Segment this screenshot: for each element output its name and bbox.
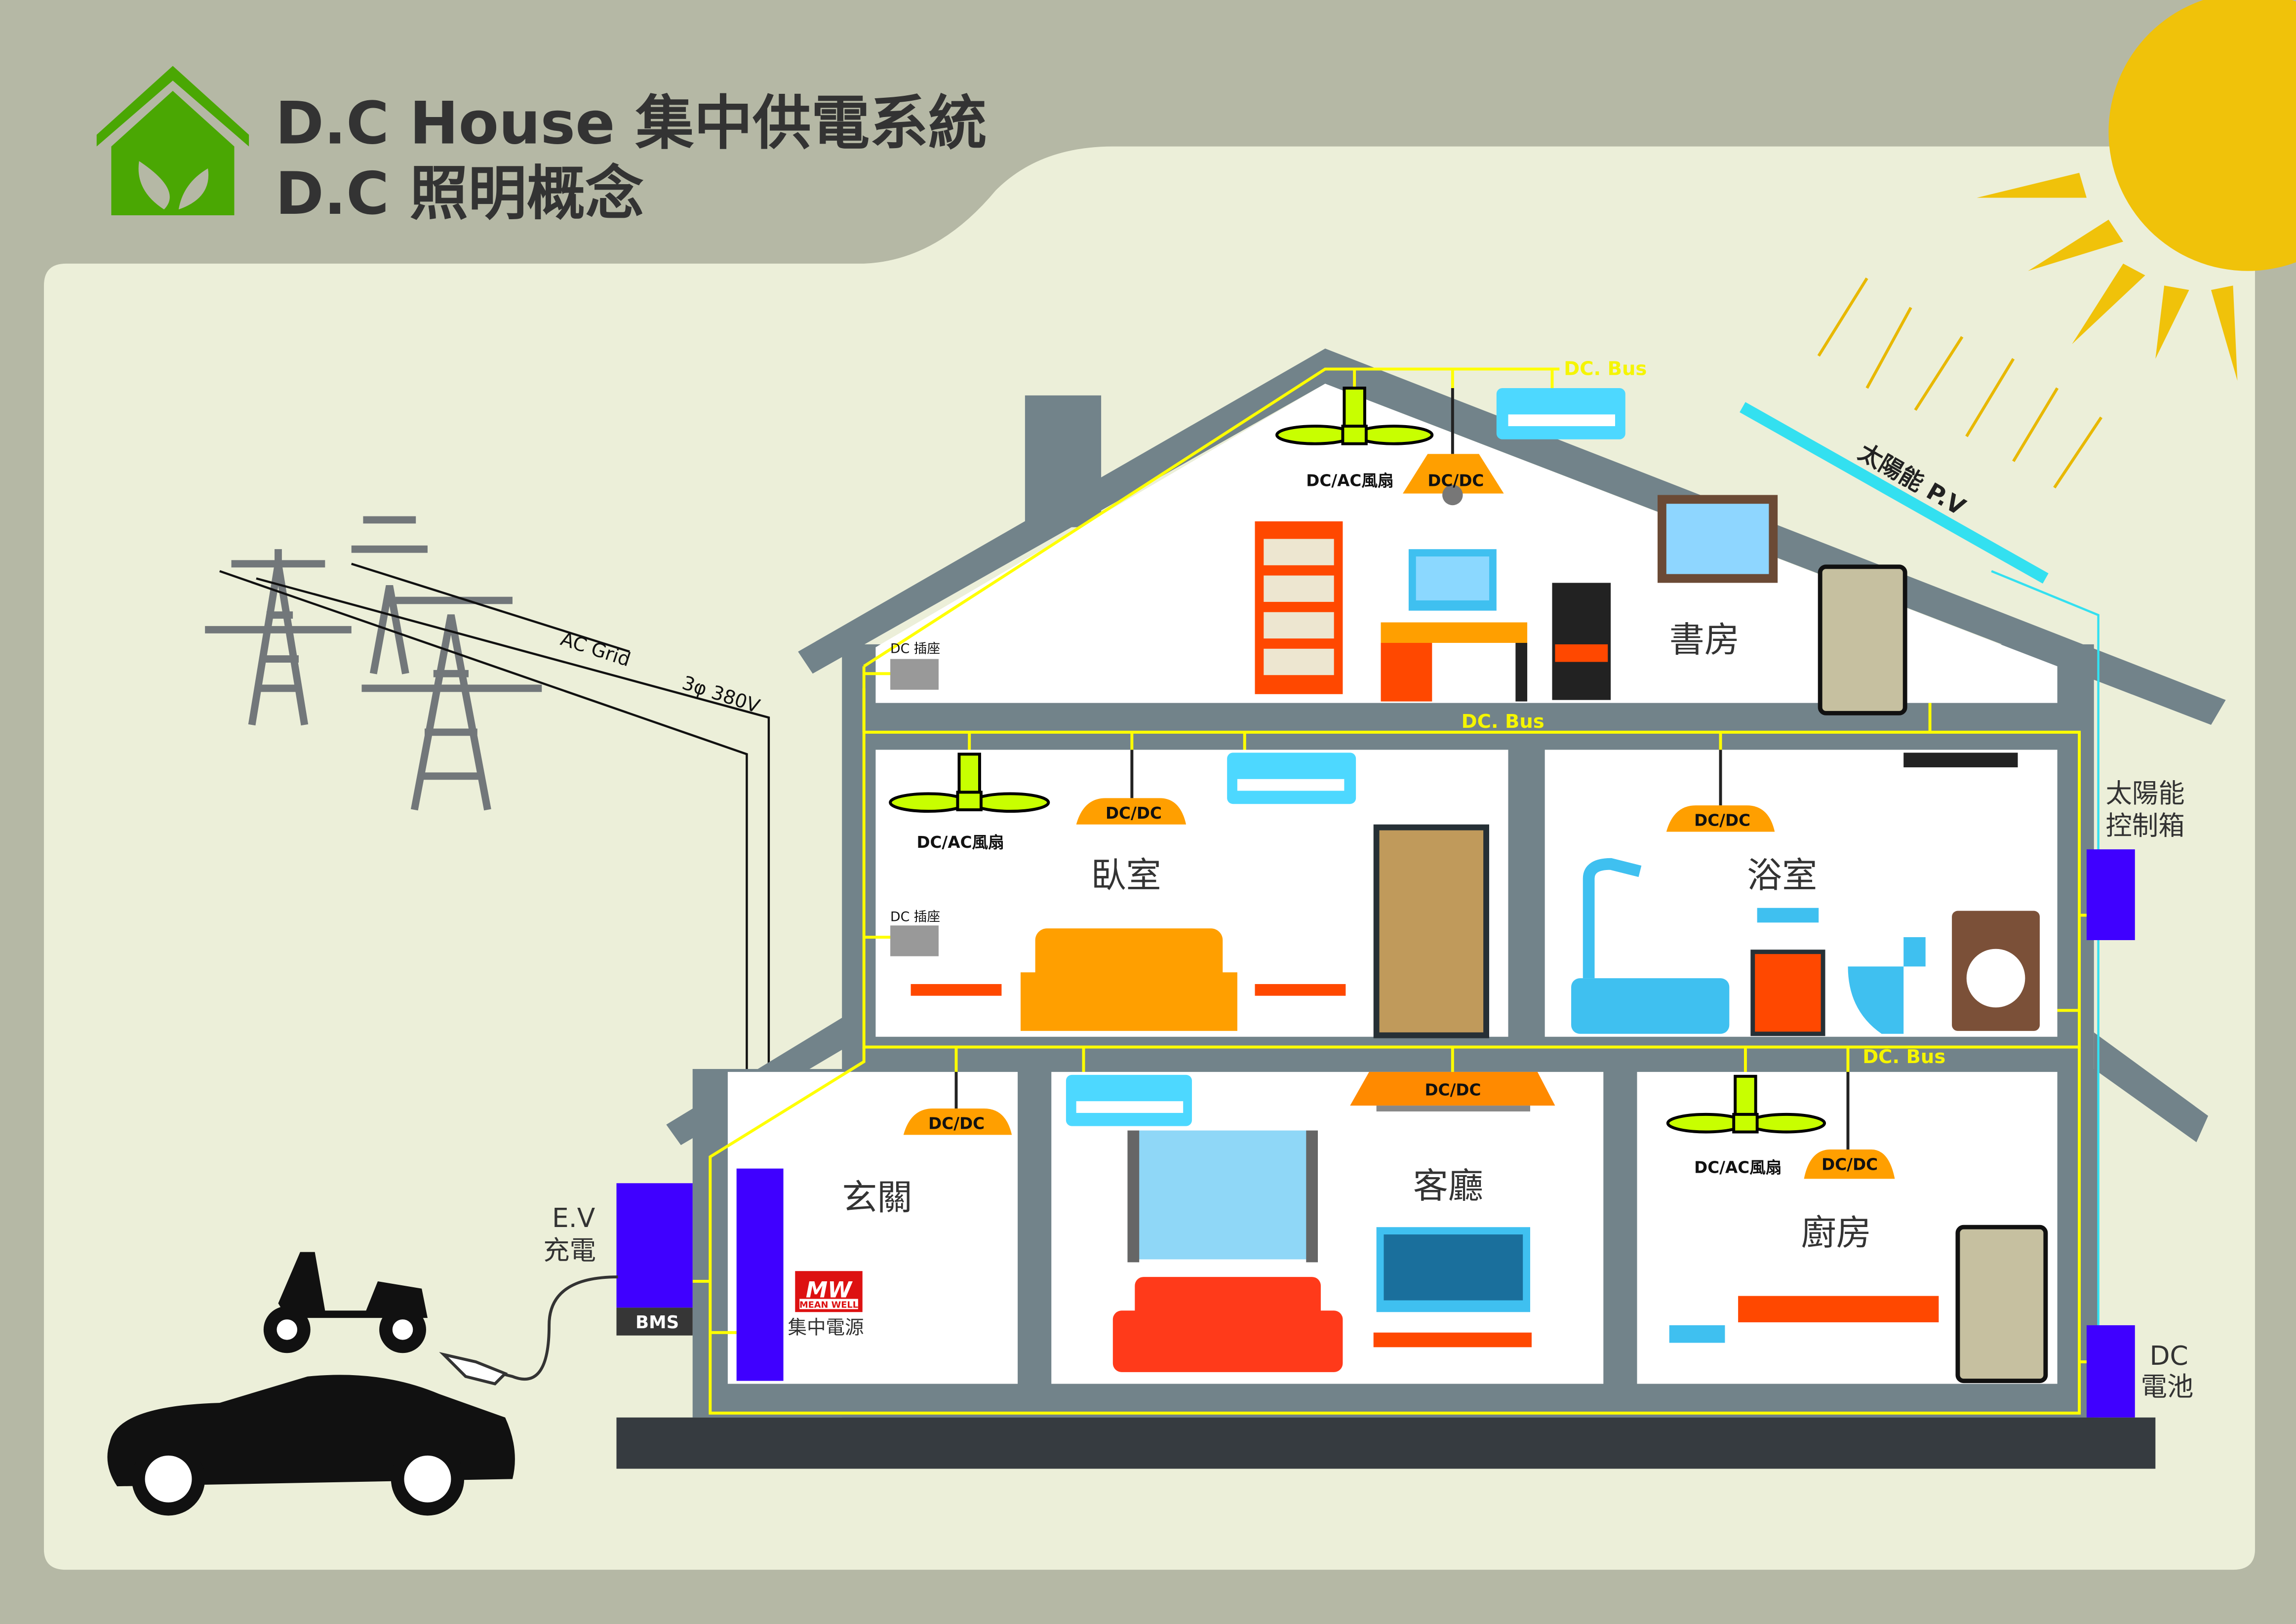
solar-wire — [1991, 570, 2099, 1325]
bms-box — [616, 1307, 693, 1336]
pendant-lamp-entrance: DC/DC — [903, 1071, 1012, 1135]
title-line1: D.C House 集中供電系統 — [276, 89, 987, 158]
study-room — [875, 384, 2058, 703]
charging-cable — [482, 1275, 618, 1381]
nightstand-icon — [1255, 984, 1346, 996]
mean-well-logo: MW MEAN WELL — [795, 1271, 863, 1312]
living-furniture — [1112, 1130, 1532, 1372]
dining-table-icon — [1738, 1296, 1939, 1322]
dcdc-label: DC/DC — [1427, 472, 1484, 490]
kitchen-furniture — [1669, 1225, 2048, 1384]
bathroom-furniture — [1571, 753, 2040, 1036]
ceiling-fan-icon — [1666, 1074, 1826, 1134]
dc-bus-label-upper: DC. Bus — [1462, 711, 1544, 733]
dc-bus-label-roof: DC. Bus — [1564, 357, 1647, 380]
cabinet-icon — [1750, 950, 1825, 1036]
room-label-bedroom: 臥室 — [1091, 855, 1161, 896]
ac-grid-wires — [219, 562, 770, 1172]
solar-controller-label-line1: 太陽能 — [2105, 778, 2184, 809]
bedroom-furniture — [910, 824, 1489, 1038]
ceiling-fan-icon — [889, 753, 1050, 813]
study-furniture — [1255, 495, 1907, 715]
pendant-lamp-study: DC/DC — [1403, 388, 1504, 506]
fan-label-kitchen: DC/AC風扇 — [1694, 1158, 1781, 1177]
ev-label-line2: 充電 — [543, 1234, 596, 1266]
room-label-kitchen: 廚房 — [1801, 1212, 1871, 1253]
socket-label-study: DC 插座 — [890, 641, 940, 657]
pendant-lamp-kitchen: DC/DC — [1804, 1071, 1895, 1179]
socket-label-bedroom: DC 插座 — [890, 909, 940, 924]
bms-label: BMS — [635, 1312, 679, 1333]
sunlight-arrows-icon — [1817, 277, 2103, 489]
dcdc-label: DC/DC — [1821, 1155, 1878, 1174]
sun-icon — [1977, 0, 2296, 381]
solar-panel — [1740, 402, 2049, 584]
wardrobe-icon — [1373, 824, 1489, 1038]
pendant-lamp-bedroom: DC/DC — [1076, 750, 1187, 825]
refrigerator-icon — [1818, 564, 1907, 715]
air-conditioner-icon — [1066, 388, 1625, 1126]
bathtub-icon — [1571, 978, 1730, 1034]
room-label-entrance: 玄關 — [842, 1177, 912, 1218]
dc-bus-label-lower: DC. Bus — [1862, 1046, 1945, 1068]
ev-charger-box — [616, 1183, 693, 1308]
ev-label-line1: E.V — [552, 1202, 595, 1233]
ceiling-fan-icon — [1275, 387, 1434, 445]
toilet-icon — [1848, 937, 1926, 1034]
dcdc-label: DC/DC — [1106, 804, 1162, 823]
logo-house-leaf-icon — [96, 66, 249, 216]
room-label-study: 書房 — [1669, 619, 1740, 660]
fan-label-bedroom: DC/AC風扇 — [916, 833, 1004, 852]
pendant-lamp-bathroom: DC/DC — [1666, 750, 1775, 832]
tv-stand-icon — [1373, 1332, 1532, 1347]
dcdc-label: DC/DC — [1694, 811, 1750, 830]
room-label-bathroom: 浴室 — [1747, 855, 1817, 896]
title-line2: D.C 照明概念 — [276, 159, 644, 228]
ceiling-lamp-living: DC/DC — [1350, 1071, 1555, 1111]
logo-brand: MEAN WELL — [799, 1300, 858, 1310]
power-tower-icon — [205, 516, 542, 811]
right-eave — [2094, 1032, 2209, 1143]
charging-plug-icon — [439, 1352, 508, 1386]
nightstand-icon — [910, 984, 1002, 996]
chair-icon — [1552, 583, 1611, 700]
scooter-icon — [263, 1252, 428, 1353]
fan-label-study: DC/AC風扇 — [1306, 472, 1393, 490]
dc-socket-icon[interactable] — [890, 659, 939, 690]
room-label-living: 客廳 — [1413, 1165, 1483, 1206]
exhaust-fan-icon — [1903, 753, 2018, 768]
solar-controller-label-line2: 控制箱 — [2105, 810, 2184, 841]
dcdc-label: DC/DC — [928, 1114, 985, 1133]
solar-controller-box — [2086, 849, 2135, 940]
sofa-icon — [1112, 1310, 1343, 1372]
dc-battery-label-line1: DC — [2149, 1340, 2188, 1371]
refrigerator-icon — [1955, 1225, 2048, 1384]
window-icon — [1127, 1130, 1318, 1260]
desk-icon — [1381, 622, 1528, 643]
chair-icon — [1669, 1325, 1725, 1343]
logo-mark: MW — [806, 1278, 853, 1303]
car-icon — [107, 1375, 515, 1516]
central-power-supply-box — [736, 1168, 784, 1381]
foundation — [616, 1417, 2156, 1469]
dcdc-label: DC/DC — [1425, 1080, 1481, 1099]
dc-bus-wiring — [692, 367, 2094, 1415]
dc-battery-label-line2: 電池 — [2141, 1371, 2194, 1402]
dc-battery-box — [2086, 1325, 2135, 1418]
central-power-label: 集中電源 — [788, 1317, 864, 1339]
dc-socket-icon[interactable] — [890, 925, 939, 956]
